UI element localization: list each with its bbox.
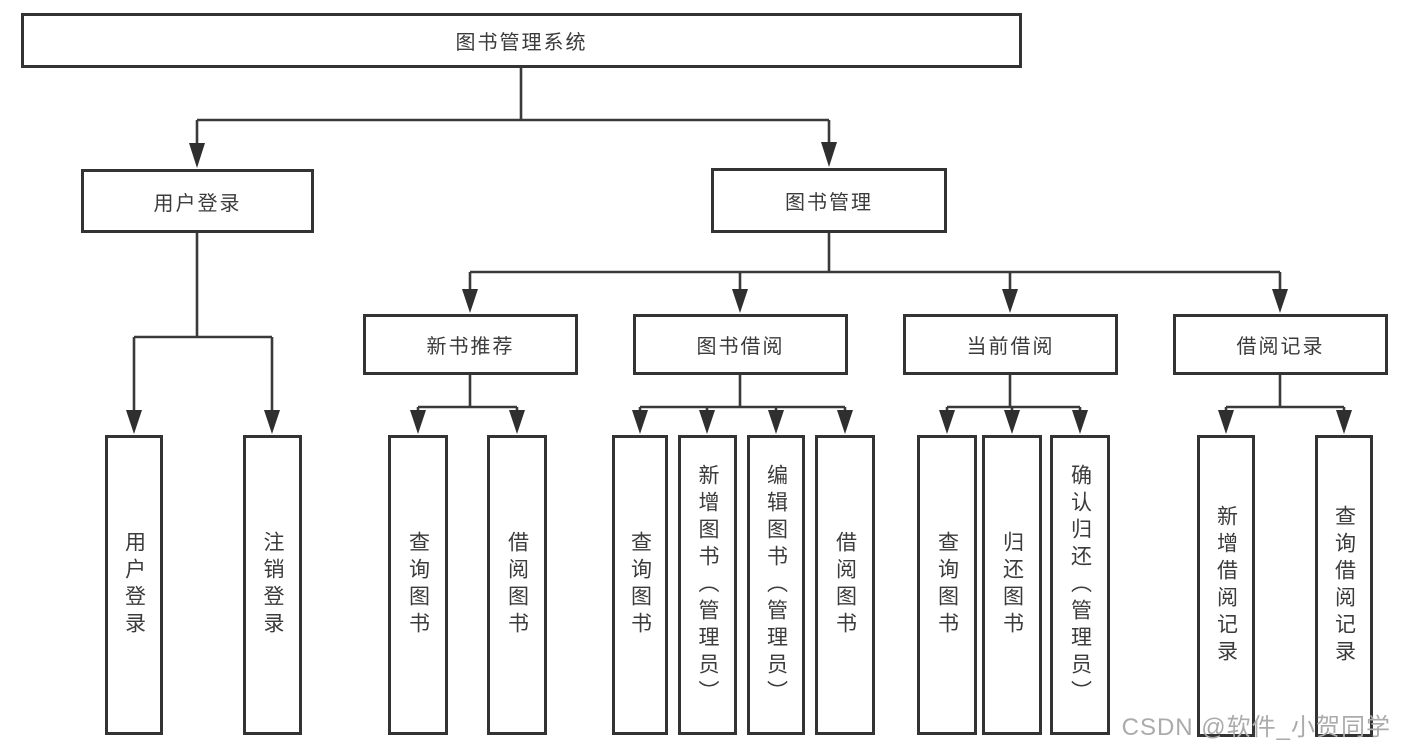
node-recommend-query-books: 查询图书 [388, 435, 448, 735]
node-records-add-record: 新增借阅记录 [1197, 435, 1255, 737]
node-new-book-recommendation: 新书推荐 [363, 314, 578, 375]
node-current-confirm-return-admin: 确认归还（管理员） [1050, 435, 1110, 735]
node-book-management: 图书管理 [711, 168, 947, 233]
node-records-query-record: 查询借阅记录 [1315, 435, 1373, 737]
node-borrowing-edit-books-admin: 编辑图书（管理员） [747, 435, 805, 735]
node-current-borrowing: 当前借阅 [903, 314, 1118, 375]
node-current-return-books: 归还图书 [982, 435, 1042, 735]
node-borrowing-borrow-books: 借阅图书 [815, 435, 875, 735]
node-borrowing-query-books: 查询图书 [612, 435, 668, 735]
arrowheads [126, 142, 1352, 434]
node-borrowing-add-books-admin: 新增图书（管理员） [678, 435, 737, 735]
node-borrowing-records: 借阅记录 [1173, 314, 1388, 375]
node-user-login: 用户登录 [81, 169, 314, 233]
node-recommend-borrow-books: 借阅图书 [487, 435, 547, 735]
node-leaf-logout: 注销登录 [243, 435, 302, 735]
node-root: 图书管理系统 [21, 13, 1022, 68]
node-current-query-books: 查询图书 [917, 435, 977, 735]
node-book-borrowing: 图书借阅 [633, 314, 848, 375]
node-leaf-user-login: 用户登录 [105, 435, 163, 735]
csdn-watermark: CSDN @软件_小贺同学 [1121, 714, 1391, 741]
